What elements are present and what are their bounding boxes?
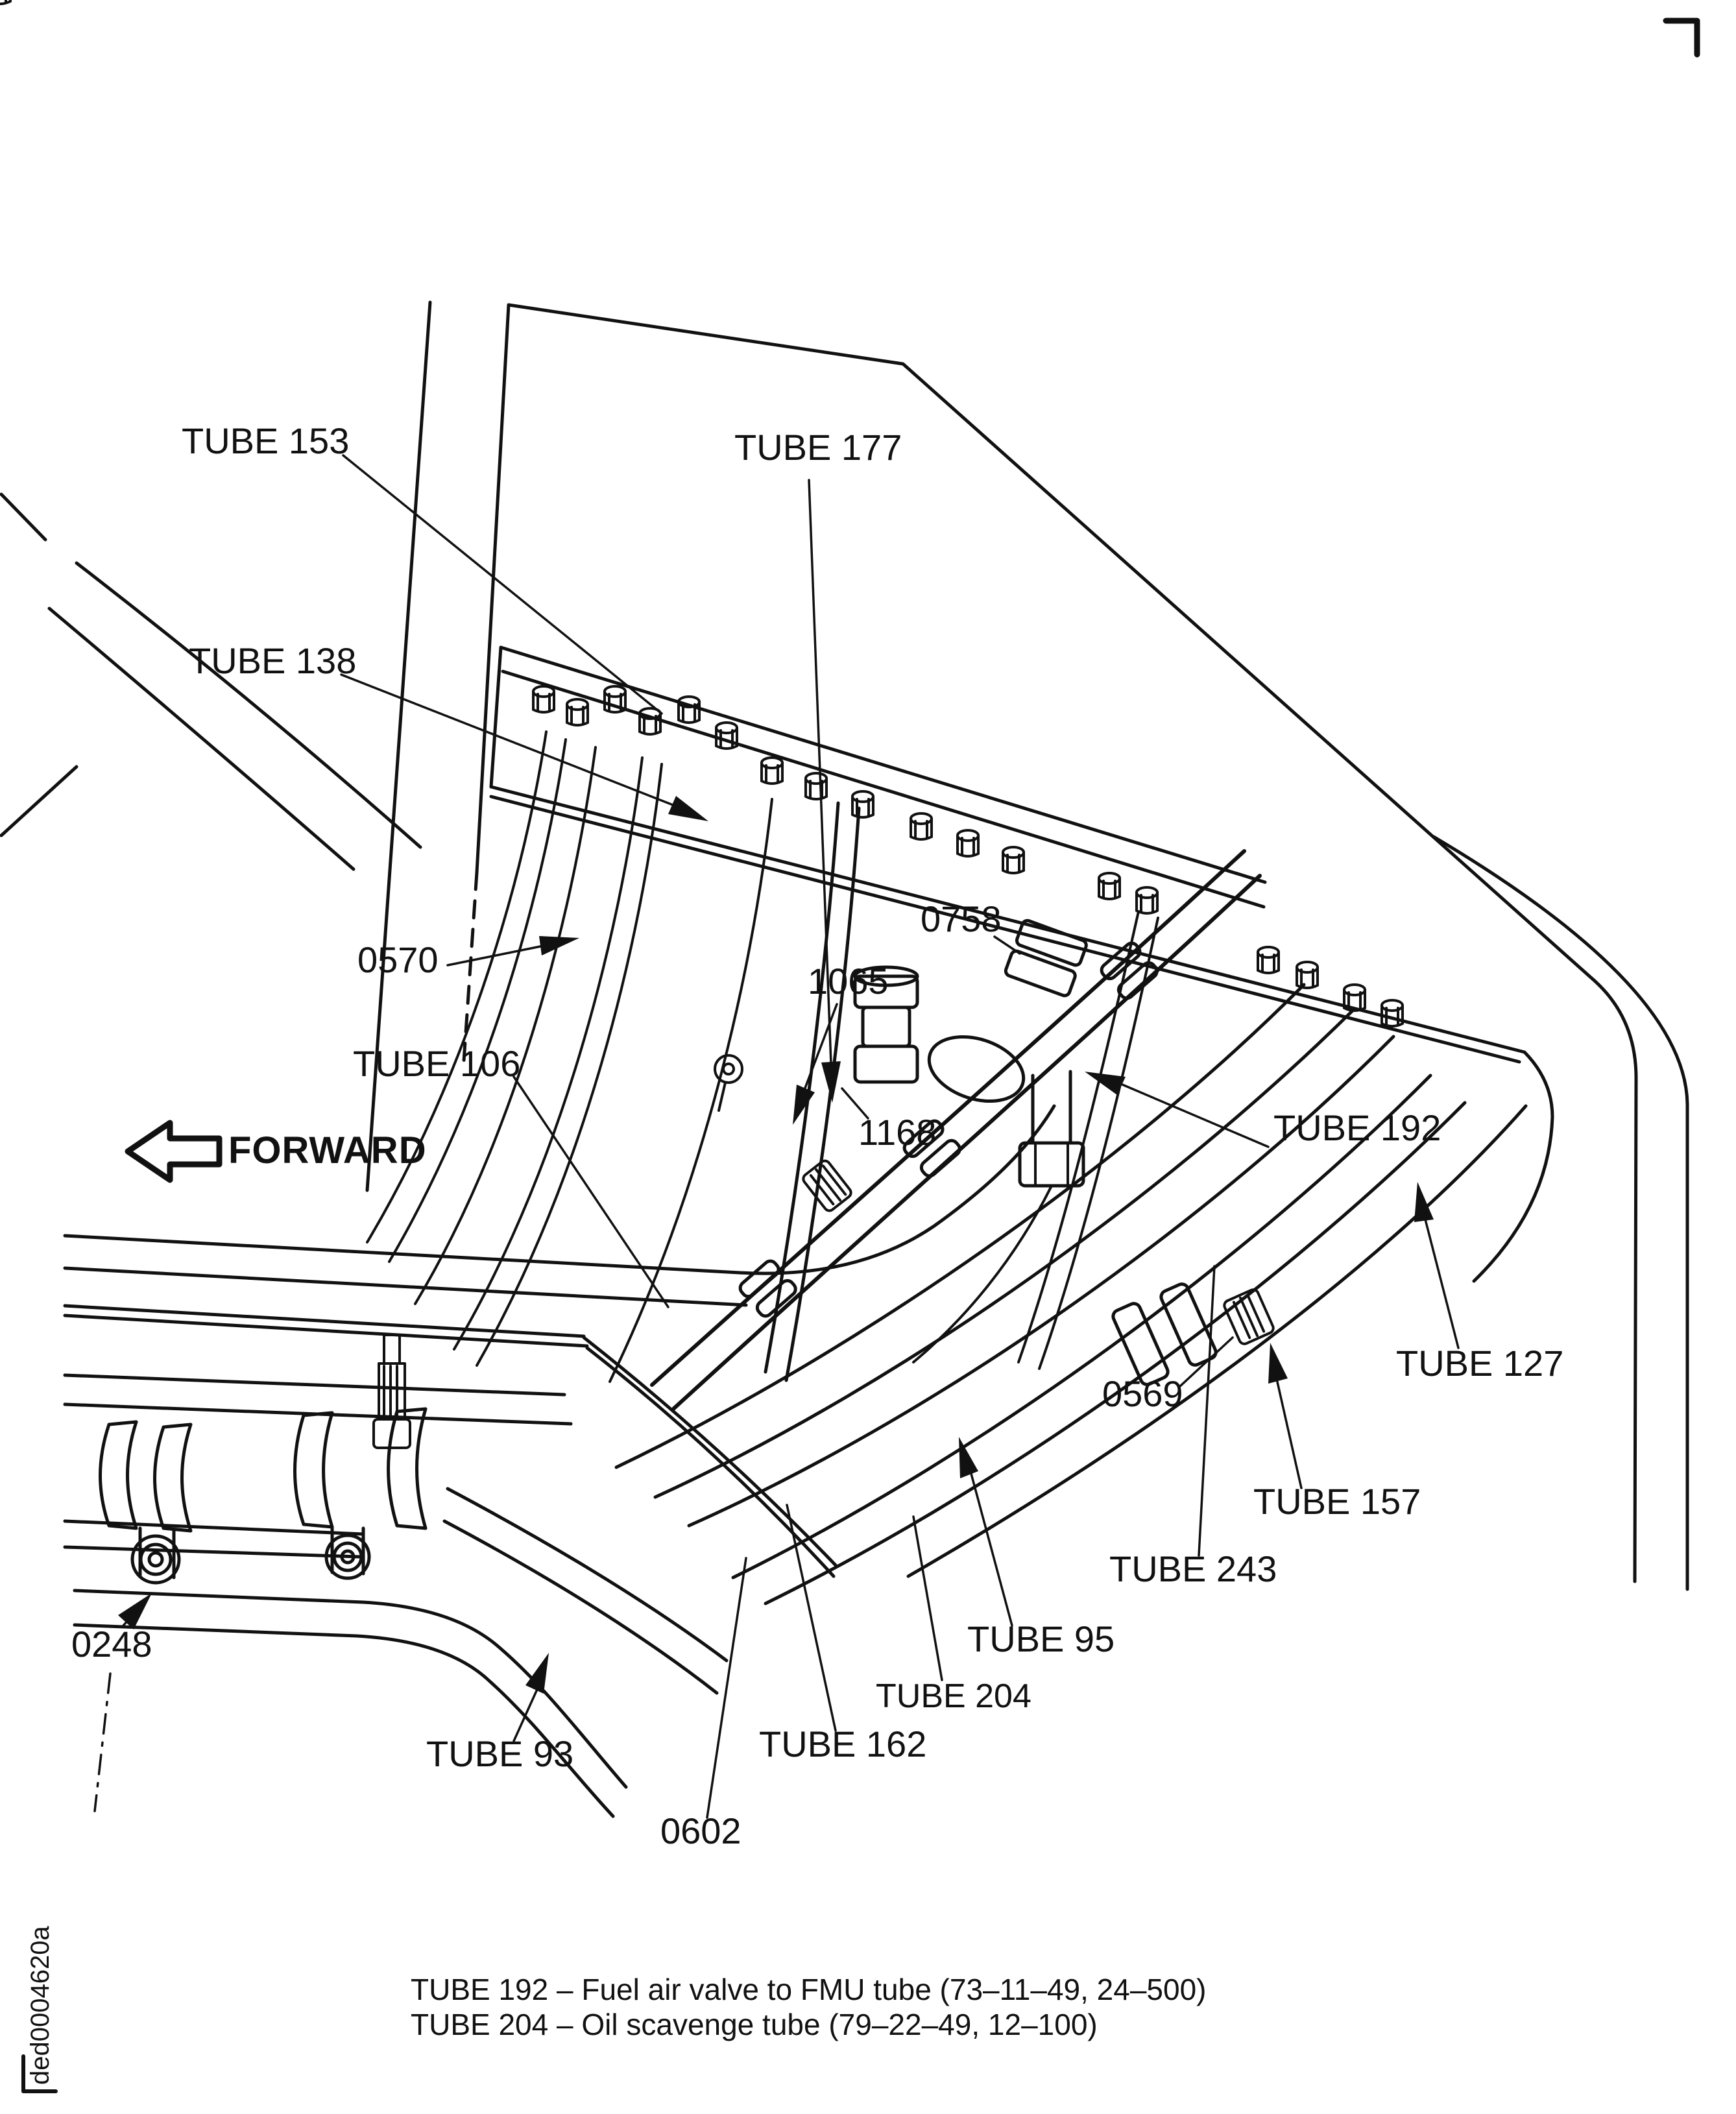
leader-tube127 [1423,1216,1460,1349]
leader-tube106 [512,1075,669,1308]
leader-arrowheads [118,796,1434,1694]
label-forward: FORWARD [228,1129,427,1171]
leader-0569 [1178,1336,1234,1388]
label-0602: 0602 [660,1810,741,1851]
leader-0602 [706,1557,747,1819]
arrow-1065 [793,1085,815,1125]
arrow-tube192 [1085,1072,1126,1095]
label-1065: 1065 [808,961,889,1002]
arrow-tube95 [959,1437,978,1478]
leader-tube243 [1198,1265,1216,1557]
label-tube-153: TUBE 153 [182,420,350,461]
label-tube-162: TUBE 162 [759,1724,927,1764]
label-tube-192: TUBE 192 [1273,1107,1441,1148]
tube-clamp-center [293,1334,428,1580]
doc-code: ded0004620a [26,1926,54,2085]
label-tube-177: TUBE 177 [734,427,902,468]
horizontal-tube-bundle [63,1104,1056,1818]
label-tube-127: TUBE 127 [1396,1343,1564,1384]
deck-oval-port [927,1035,1026,1103]
label-tube-95: TUBE 95 [967,1618,1115,1659]
leader-tube157 [1275,1378,1303,1489]
leader-1168 [841,1087,869,1120]
right-tube-bundle [614,983,1528,1605]
leader-tube138 [340,673,676,807]
arrow-tube138 [668,796,708,821]
tube-clamp-left [99,1420,193,1585]
label-tube-243: TUBE 243 [1109,1548,1277,1589]
label-tube-157: TUBE 157 [1253,1481,1421,1522]
leader-0570 [446,944,545,967]
tube-clamp-right [1111,1282,1275,1386]
leader-0248-lower [93,1672,112,1812]
caption-tube-204: TUBE 204 – Oil scavenge tube (79–22–49, … [411,2008,1098,2041]
leader-tube204 [912,1515,943,1681]
label-1168: 1168 [858,1112,937,1153]
leader-1065 [803,1003,838,1091]
leader-tube95 [969,1470,1013,1627]
label-tube-106: TUBE 106 [353,1043,521,1084]
leader-0758 [993,935,1021,955]
hex-stack-fitting [853,965,919,1084]
corner-mark-bottom-left [21,2054,58,2093]
bleed-valve [372,1334,411,1449]
forward-arrow-icon [125,1120,223,1183]
label-0569: 0569 [1102,1373,1183,1414]
leader-tube93 [512,1685,540,1742]
leader-tube177 [808,479,832,1065]
arrow-tube177 [821,1061,841,1103]
arrow-0248 [118,1593,152,1629]
cowl-outline [365,300,1689,1591]
arrow-tube157 [1268,1343,1288,1384]
knurled-fitting-1168 [802,1159,852,1212]
leader-tube192 [1121,1083,1270,1148]
small-screw [714,1054,743,1112]
label-tube-93: TUBE 93 [426,1733,574,1774]
label-0248: 0248 [71,1624,152,1664]
corner-mark-top-right [1663,18,1700,58]
clamp-0758 [1004,919,1088,998]
arrow-0570 [539,936,579,955]
deck-fittings [0,0,1404,1027]
leader-tube153 [342,454,663,715]
knurled-fitting-right [1223,1288,1275,1345]
engine-case-arcs [0,492,422,871]
label-tube-138: TUBE 138 [189,640,357,681]
ribbed-fuel-tube [650,849,1262,1411]
label-0570: 0570 [357,939,439,980]
leader-lines [93,454,1460,1819]
leader-tube162 [786,1504,837,1732]
label-tube-204: TUBE 204 [876,1677,1031,1715]
arrow-tube93 [525,1653,549,1694]
label-0758: 0758 [921,898,1002,939]
deck-drop-tubes [366,730,1159,1383]
caption-tube-192: TUBE 192 – Fuel air valve to FMU tube (7… [411,1973,1207,2006]
arrow-tube127 [1414,1182,1434,1222]
